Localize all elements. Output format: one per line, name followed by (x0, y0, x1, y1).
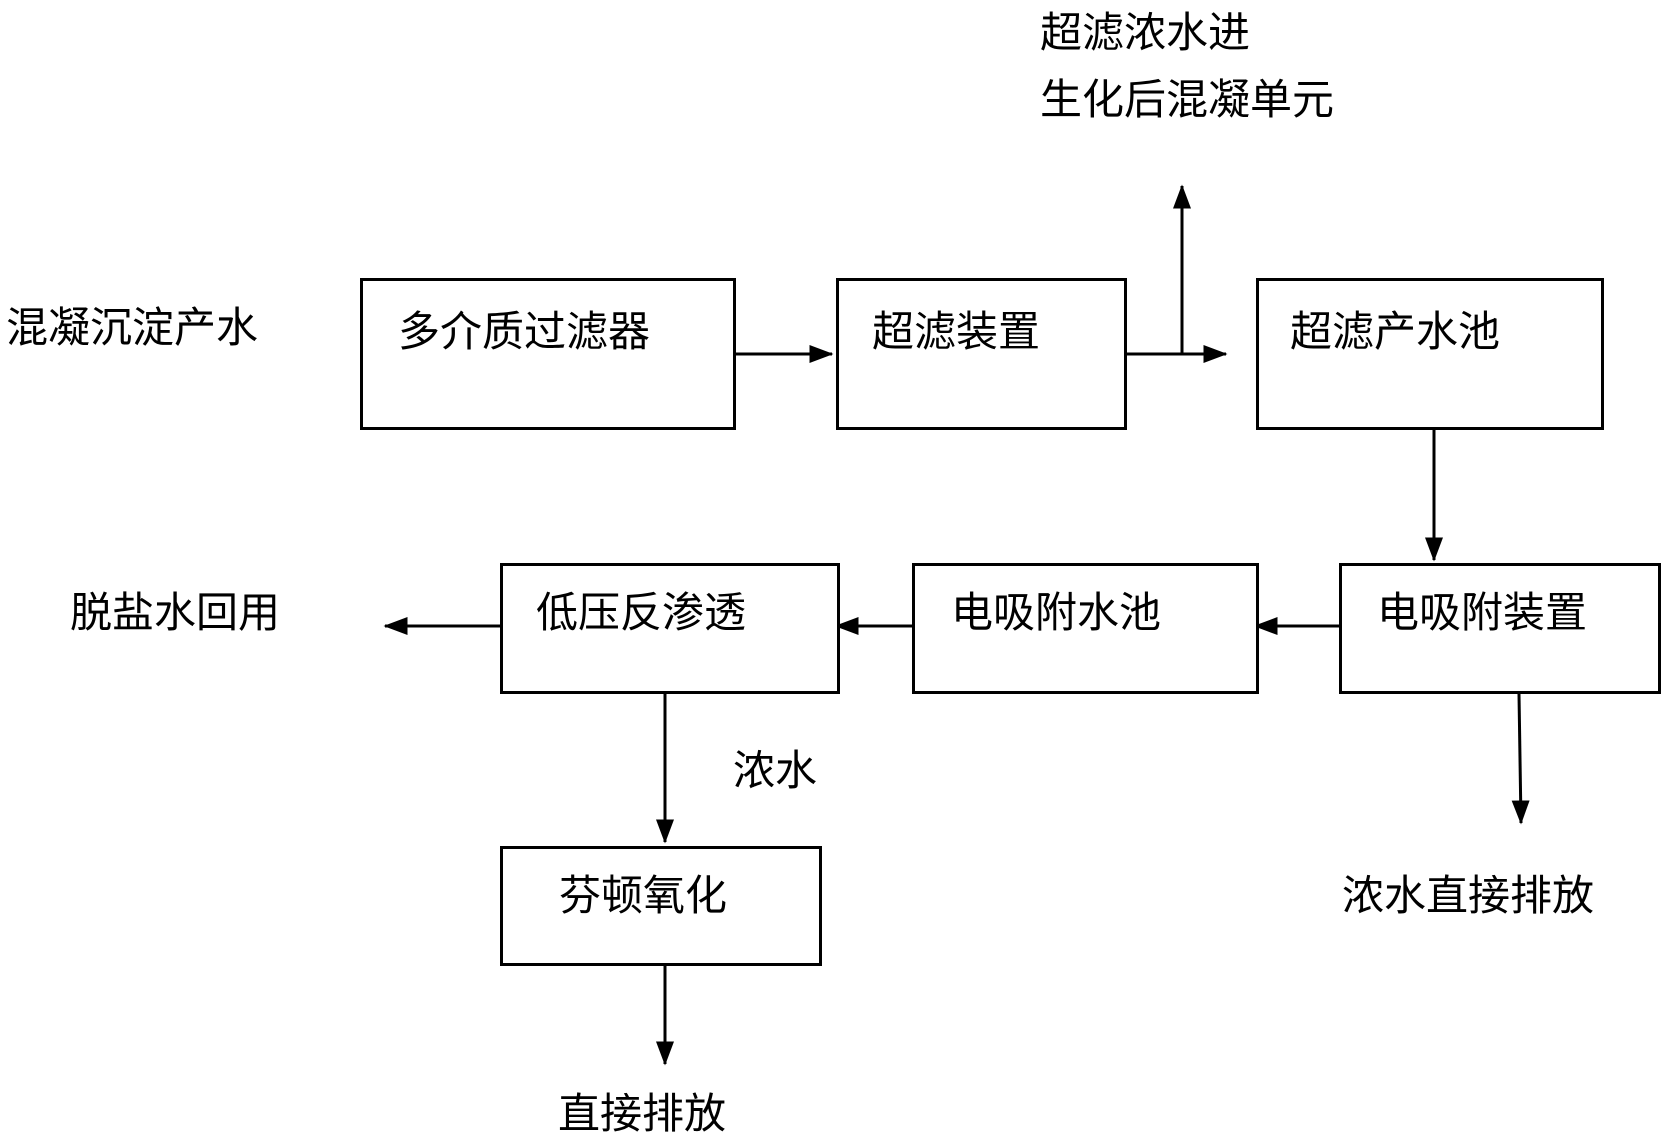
fenton-oxidation-label: 芬顿氧化 (559, 871, 728, 920)
uf-product-tank-label: 超滤产水池 (1290, 307, 1501, 356)
direct-discharge-label: 直接排放 (558, 1089, 727, 1138)
multimedia-filter-box: 多介质过滤器 (360, 278, 736, 430)
electrosorption-tank-box: 电吸附水池 (912, 563, 1259, 694)
uf-concentrate-label-line1: 超滤浓水进 (1040, 8, 1251, 57)
ro-concentrate-label: 浓水 (733, 746, 818, 795)
electrosorption-unit-label: 电吸附装置 (1377, 588, 1588, 637)
input-label: 混凝沉淀产水 (6, 303, 259, 352)
arrow-electrosorption-concentrate-down (1511, 693, 1530, 825)
multimedia-filter-label: 多介质过滤器 (398, 307, 651, 356)
uf-concentrate-label-line2: 生化后混凝单元 (1040, 75, 1335, 124)
concentrate-direct-discharge-label: 浓水直接排放 (1342, 871, 1595, 920)
fenton-oxidation-box: 芬顿氧化 (500, 846, 822, 966)
uf-product-tank-box: 超滤产水池 (1256, 278, 1604, 430)
electrosorption-unit-box: 电吸附装置 (1339, 563, 1661, 694)
desalted-water-reuse-label: 脱盐水回用 (70, 588, 281, 637)
electrosorption-tank-label: 电吸附水池 (951, 588, 1162, 637)
ultrafiltration-unit-box: 超滤装置 (836, 278, 1127, 430)
ultrafiltration-unit-label: 超滤装置 (872, 307, 1041, 356)
low-pressure-ro-box: 低压反渗透 (500, 563, 840, 694)
low-pressure-ro-label: 低压反渗透 (536, 588, 747, 637)
